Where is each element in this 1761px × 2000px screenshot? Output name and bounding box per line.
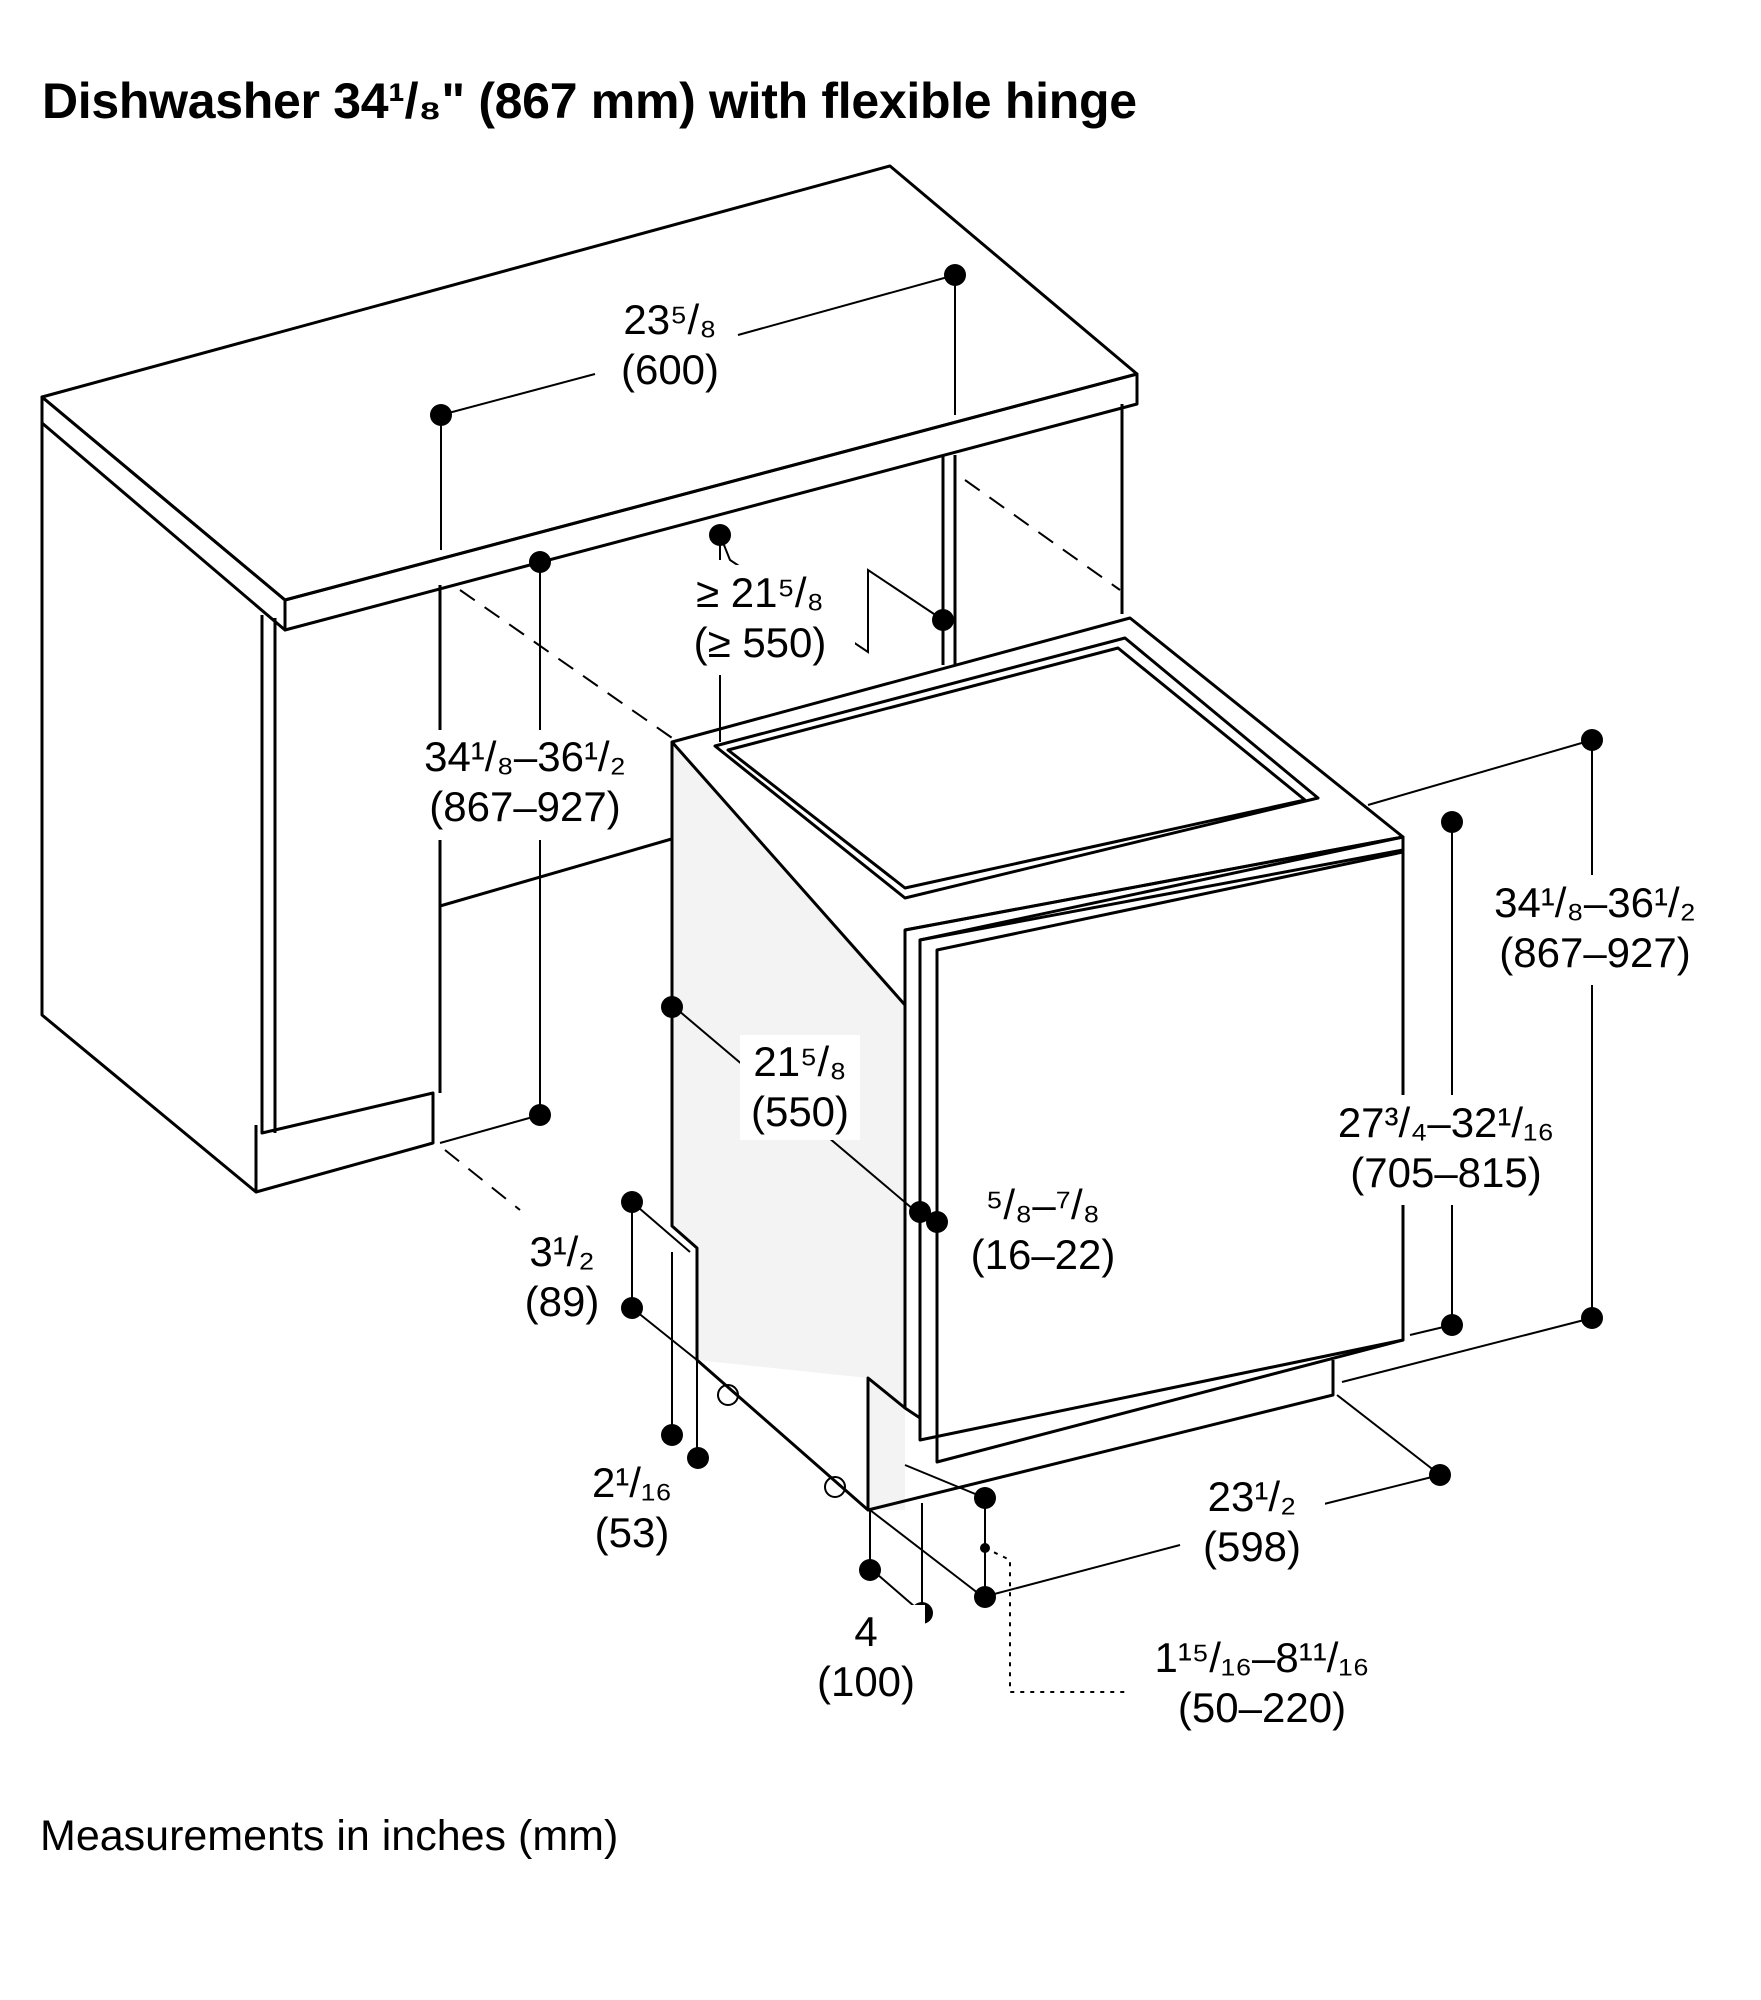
label-appliance-depth: 23¹/₂ (598)	[1203, 1472, 1301, 1572]
dimension-point	[621, 1191, 643, 1213]
label-mm: (53)	[594, 1509, 670, 1556]
label-inch: 23⁵/₈	[623, 296, 717, 343]
dimension-point	[661, 1424, 683, 1446]
label-door-height: 27³/₄–32¹/₁₆ (705–815)	[1338, 1098, 1554, 1198]
label-inch: ≥ 21⁵/₈	[696, 569, 824, 616]
label-door-gap: ⁵/₈–⁷/₈ (16–22)	[971, 1180, 1116, 1280]
label-mm: (867–927)	[1499, 929, 1691, 976]
dimension-point	[529, 1104, 551, 1126]
rear-cabinet-post	[941, 404, 1124, 665]
dimension-point	[621, 1297, 643, 1319]
dimension-point	[1441, 1314, 1463, 1336]
label-mm: (89)	[524, 1278, 600, 1325]
dimension-point	[1441, 811, 1463, 833]
label-inch: 3¹/₂	[529, 1228, 595, 1275]
label-inch: 27³/₄–32¹/₁₆	[1337, 1099, 1555, 1146]
label-mm: (600)	[620, 346, 720, 393]
label-inch: 2¹/₁₆	[591, 1459, 673, 1506]
dimension-point	[687, 1447, 709, 1469]
label-opening-width: ≥ 21⁵/₈ (≥ 550)	[694, 568, 827, 668]
label-mm: (867–927)	[429, 783, 621, 830]
label-total-height: 34¹/₈–36¹/₂ (867–927)	[1494, 878, 1696, 978]
dimension-point	[926, 1211, 948, 1233]
label-plinth-setback: 4 (100)	[817, 1607, 915, 1707]
label-mm: (598)	[1202, 1523, 1302, 1570]
dimension-point	[932, 609, 954, 631]
label-inch: 4	[854, 1608, 878, 1655]
label-mm: (705–815)	[1350, 1149, 1542, 1196]
label-inch: 21⁵/₈	[753, 1038, 847, 1085]
dimension-point	[974, 1586, 996, 1608]
dimension-point	[430, 404, 452, 426]
dimension-point	[1581, 1307, 1603, 1329]
dimension-point	[944, 264, 966, 286]
label-mm: (50–220)	[1177, 1684, 1347, 1731]
label-foot-height: 2¹/₁₆ (53)	[592, 1458, 672, 1558]
label-cabinet-depth: 23⁵/₈ (600)	[621, 295, 719, 395]
dimension-points	[430, 264, 1603, 1624]
dimension-point	[1429, 1464, 1451, 1486]
dimension-lines	[439, 274, 1593, 1693]
dimension-point	[529, 551, 551, 573]
left-cabinet	[40, 423, 676, 1194]
label-toe-kick-depth: 3¹/₂ (89)	[525, 1227, 600, 1327]
hidden-edges	[444, 479, 1121, 1211]
label-plinth-height: 1¹⁵/₁₆–8¹¹/₁₆ (50–220)	[1154, 1633, 1369, 1733]
label-mm: (100)	[816, 1658, 916, 1705]
label-inch: 34¹/₈–36¹/₂	[1494, 879, 1696, 926]
label-inch: 34¹/₈–36¹/₂	[424, 733, 626, 780]
countertop	[40, 164, 1139, 632]
diagram-title: Dishwasher 34¹/₈" (867 mm) with flexible…	[42, 73, 1137, 129]
dimension-point	[1581, 729, 1603, 751]
label-appliance-width: 21⁵/₈ (550)	[751, 1037, 849, 1137]
measurement-units-note: Measurements in inches (mm)	[40, 1812, 619, 1860]
dimension-point	[709, 524, 731, 546]
dimension-point	[974, 1487, 996, 1509]
label-inch: 1¹⁵/₁₆–8¹¹/₁₆	[1154, 1634, 1370, 1681]
label-inch: ⁵/₈–⁷/₈	[985, 1181, 1101, 1228]
dimension-point	[980, 1543, 990, 1553]
dimension-point	[661, 996, 683, 1018]
label-mm: (16–22)	[970, 1231, 1116, 1278]
label-opening-height: 34¹/₈–36¹/₂ (867–927)	[424, 732, 626, 832]
label-mm: (550)	[750, 1088, 850, 1135]
dimension-point	[859, 1559, 881, 1581]
label-mm: (≥ 550)	[693, 619, 827, 666]
dimension-point	[909, 1201, 931, 1223]
label-inch: 23¹/₂	[1207, 1473, 1297, 1520]
label-masks	[395, 295, 1725, 1740]
